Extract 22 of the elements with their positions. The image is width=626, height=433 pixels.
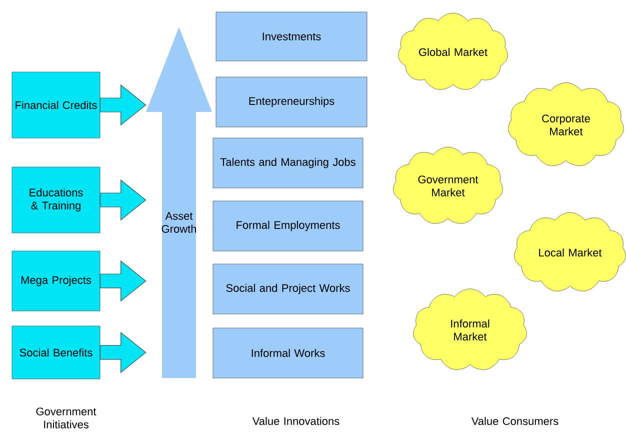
initiative-box: Social Benefits bbox=[12, 326, 100, 380]
market-cloud: Local Market bbox=[514, 212, 626, 292]
block-arrow bbox=[100, 332, 146, 374]
market-cloud: Informal Market bbox=[413, 288, 527, 370]
innovation-box: Informal Works bbox=[212, 328, 364, 378]
innovation-box: Social and Project Works bbox=[212, 264, 364, 314]
market-cloud: Government Market bbox=[393, 146, 503, 224]
block-arrow bbox=[100, 260, 146, 302]
initiative-box: Financial Credits bbox=[12, 72, 100, 138]
innovation-box: Talents and Managing Jobs bbox=[212, 138, 364, 188]
block-arrow bbox=[100, 179, 146, 221]
block-arrow bbox=[100, 84, 146, 126]
column-heading: Government Initiatives bbox=[36, 408, 96, 428]
market-cloud: Global Market bbox=[398, 12, 508, 90]
initiative-box: Mega Projects bbox=[12, 250, 100, 312]
innovation-box: Investments bbox=[216, 12, 368, 62]
innovation-box: Formal Employments bbox=[212, 200, 364, 252]
column-heading: Value Innovations bbox=[252, 416, 340, 426]
innovation-box: Entepreneurships bbox=[216, 76, 368, 128]
market-cloud: Corporate Market bbox=[508, 82, 624, 166]
column-heading: Value Consumers bbox=[471, 416, 558, 426]
initiative-box: Educations & Training bbox=[12, 166, 100, 234]
